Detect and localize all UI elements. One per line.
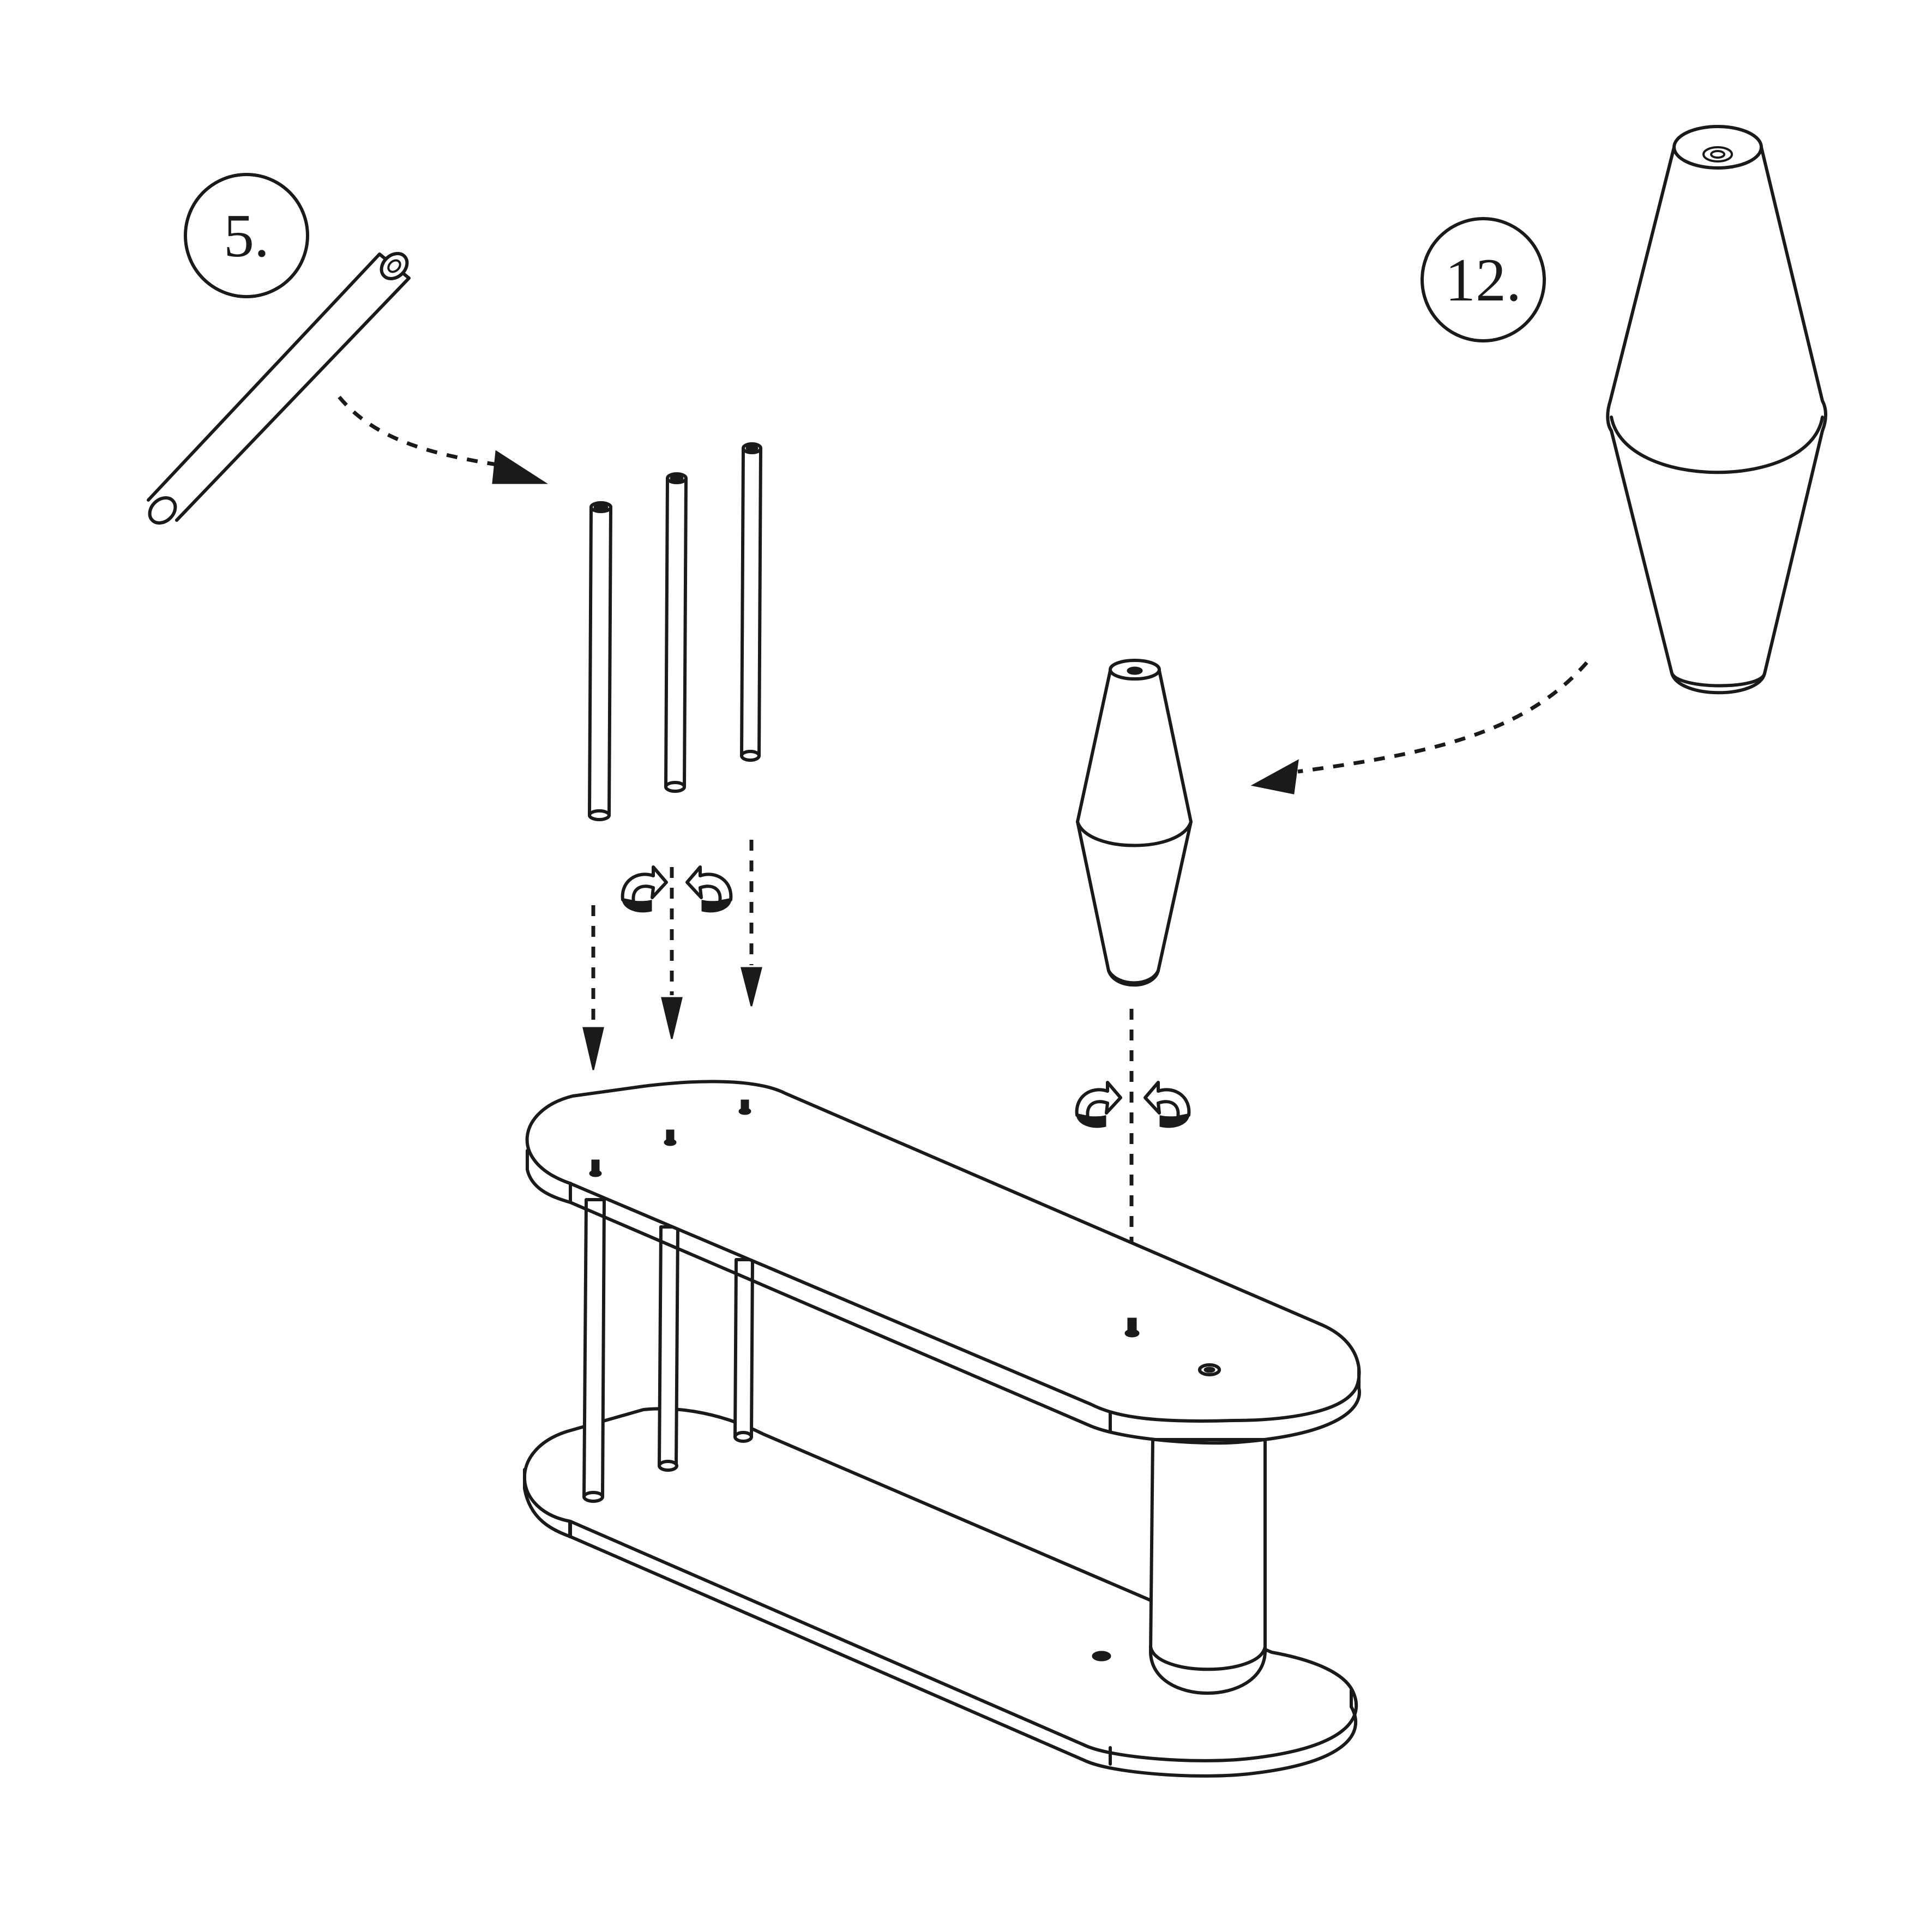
screw-rotate-icon <box>623 867 666 912</box>
step-label-12-text: 12. <box>1445 246 1521 314</box>
rod-1 <box>588 501 612 821</box>
step-label-5: 5. <box>184 173 309 298</box>
cone-leg-icon <box>1606 125 1827 695</box>
bottom-shelf <box>522 1407 1358 1778</box>
screw-rotate-icon <box>1077 1082 1121 1127</box>
move-arrow-leg <box>1250 661 1588 795</box>
assembled-rods <box>582 1198 754 1503</box>
leg-part <box>1076 659 1193 987</box>
rods-group <box>588 442 762 821</box>
drop-arrows-rods <box>582 840 762 1070</box>
screw-rotate-icon <box>1145 1082 1189 1127</box>
move-arrow-rods <box>338 395 549 484</box>
rod-3 <box>740 442 762 762</box>
step-label-12: 12. <box>1421 217 1546 342</box>
rod-icon <box>147 252 411 525</box>
screw-rotate-icon <box>687 867 731 912</box>
rod-2 <box>664 472 688 793</box>
top-shelf <box>525 1080 1361 1445</box>
assembled-leg <box>1092 1438 1267 1695</box>
step-label-5-text: 5. <box>224 202 269 270</box>
